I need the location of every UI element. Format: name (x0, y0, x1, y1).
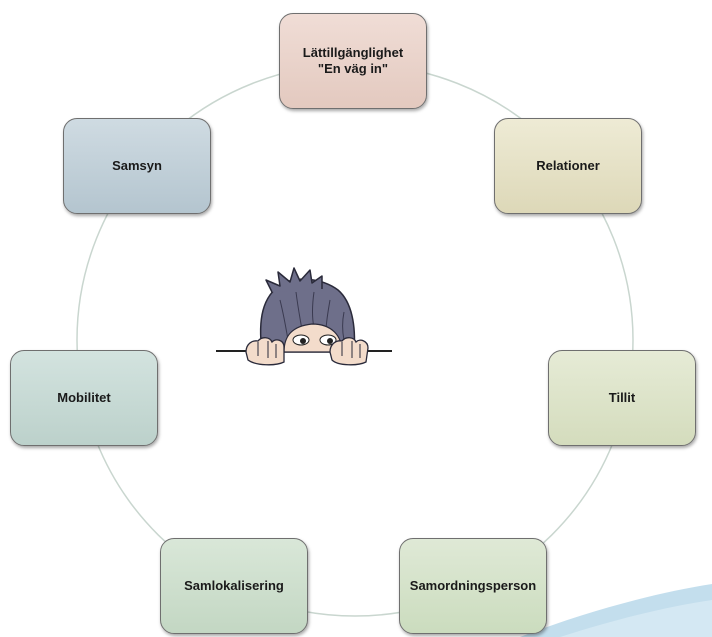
node-label: Relationer (536, 157, 600, 173)
node-samsyn: Samsyn (63, 118, 211, 214)
node-mobilitet: Mobilitet (10, 350, 158, 446)
node-label: Samlokalisering (184, 577, 284, 593)
node-label: Mobilitet (57, 389, 111, 405)
node-label: Tillit (608, 389, 636, 405)
node-label: Samsyn (112, 157, 162, 173)
child-peeking-icon (216, 267, 392, 366)
node-samordningsperson: Samordningsperson (399, 538, 547, 634)
node-tillit: Tillit (548, 350, 696, 446)
node-relationer: Relationer (494, 118, 642, 214)
node-lattillganglighet: Lättillgänglighet "En väg in" (279, 13, 427, 109)
node-label: Samordningsperson (409, 577, 537, 593)
accent-swoosh-light (560, 600, 712, 637)
node-label: Lättillgänglighet "En väg in" (302, 44, 404, 76)
node-samlokalisering: Samlokalisering (160, 538, 308, 634)
